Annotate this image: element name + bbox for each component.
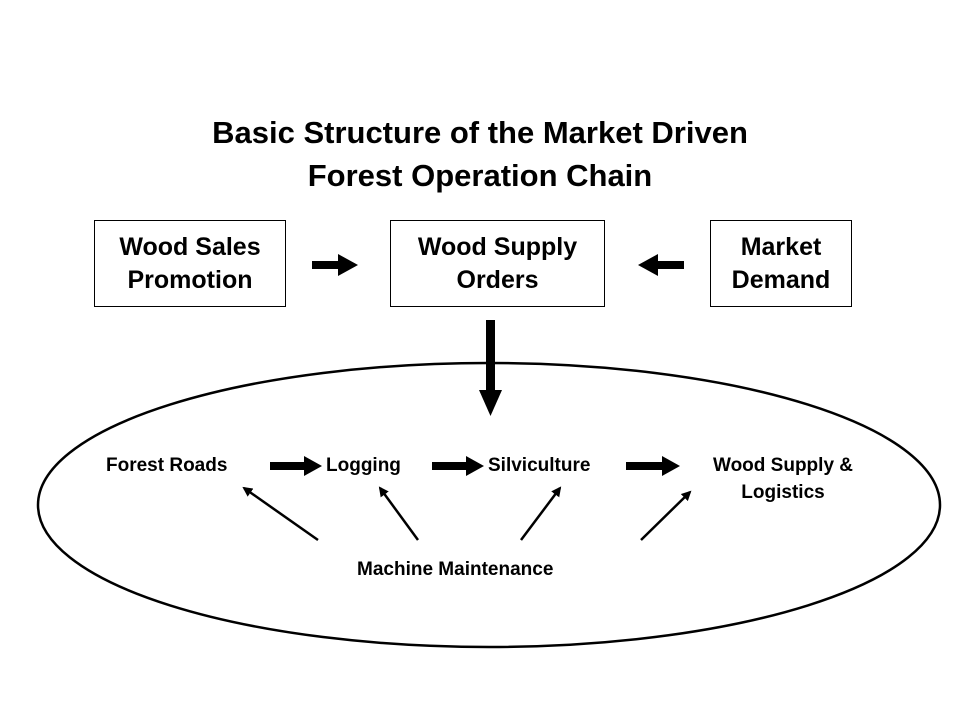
diagram-title-line-2: Forest Operation Chain <box>307 158 653 193</box>
market-line-2: Demand <box>731 265 831 294</box>
wood-supply-logistics-line-1: Wood Supply & <box>712 455 854 476</box>
wood-supply-logistics-line-2: Logistics <box>741 482 825 503</box>
arrow-sales-to-orders <box>312 254 358 276</box>
wood-supply-line-2: Orders <box>456 265 539 294</box>
wood-sales-line-2: Promotion <box>127 265 253 294</box>
wood-supply-line-1: Wood Supply <box>417 232 578 261</box>
market-line-1: Market <box>740 232 822 261</box>
diagram-title-line-1: Basic Structure of the Market Driven <box>212 115 748 150</box>
step-wood-supply-logistics: Wood Supply & Logistics <box>688 452 878 506</box>
arrow-maintenance-to-logging <box>378 486 420 541</box>
arrow-logging-to-silviculture <box>432 456 484 476</box>
arrow-maintenance-to-supply <box>640 490 692 541</box>
arrow-orders-down <box>479 320 502 416</box>
wood-supply-orders-box: Wood Supply Orders <box>390 220 605 307</box>
arrow-silviculture-to-supply <box>626 456 680 476</box>
arrow-maintenance-to-silviculture <box>520 486 562 541</box>
arrow-market-to-orders <box>638 254 684 276</box>
wood-sales-line-1: Wood Sales <box>119 232 261 261</box>
market-demand-box: Market Demand <box>710 220 852 307</box>
wood-sales-promotion-box: Wood Sales Promotion <box>94 220 286 307</box>
arrow-roads-to-logging <box>270 456 322 476</box>
arrow-maintenance-to-roads <box>242 486 319 542</box>
step-logging: Logging <box>326 455 401 476</box>
step-silviculture: Silviculture <box>488 455 591 476</box>
step-forest-roads: Forest Roads <box>106 455 228 476</box>
machine-maintenance-label: Machine Maintenance <box>357 559 554 580</box>
